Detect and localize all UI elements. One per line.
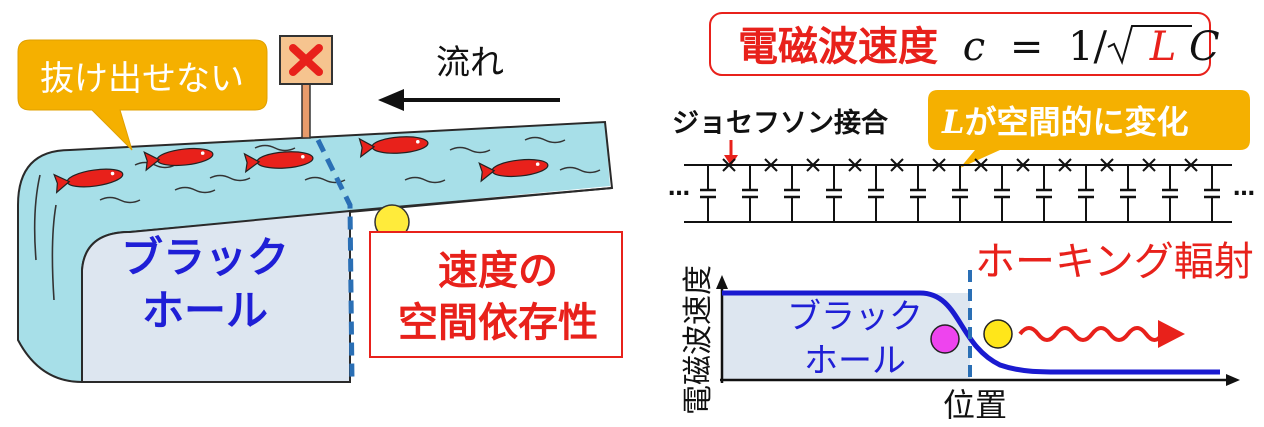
fish-icon <box>143 147 214 172</box>
josephson-junction-icon <box>1142 158 1156 172</box>
fish-icon <box>358 136 429 159</box>
fish-group <box>53 136 549 194</box>
flow-arrow <box>378 89 560 111</box>
water-ripples <box>99 136 601 204</box>
josephson-junction-icon <box>848 158 862 172</box>
black-hole-region <box>81 209 351 383</box>
cross-icon <box>289 44 323 76</box>
varies-text: Lが空間的に変化 <box>941 103 1189 141</box>
sign-post <box>301 79 311 139</box>
josephson-junction-icon <box>932 158 946 172</box>
junction-pointer-arrow <box>724 140 738 166</box>
josephson-junction-icon <box>722 158 736 172</box>
josephson-junction-icon <box>974 158 988 172</box>
fish-icon <box>243 151 314 174</box>
ellipsis-right: … <box>1233 176 1255 201</box>
josephson-junction-icon <box>1016 158 1030 172</box>
radiation-wave <box>1018 326 1164 342</box>
speed-curve <box>722 290 1220 375</box>
josephson-junction-icon <box>1100 158 1114 172</box>
formula-prefix: 電磁波速度 <box>738 24 938 70</box>
radiation-arrowhead <box>1158 320 1185 348</box>
varies-callout <box>928 90 1250 168</box>
josephson-junction-icon <box>890 158 904 172</box>
formula-box <box>709 12 1211 76</box>
josephson-junction-icon <box>764 158 778 172</box>
formula-eq: = <box>1010 24 1044 70</box>
varies-L: L <box>941 103 965 141</box>
ellipsis-left: … <box>668 176 690 201</box>
formula-C: C <box>1189 24 1220 70</box>
sqrt-sign <box>1107 25 1192 65</box>
varies-rest: が空間的に変化 <box>965 103 1189 141</box>
callout-text: 抜け出せない <box>40 59 244 99</box>
black-hole-label-2: ホール <box>142 286 268 335</box>
formula-L: L <box>1149 24 1177 70</box>
particle-yellow <box>983 319 1013 349</box>
speed-note-2: 空間依存性 <box>398 300 598 346</box>
x-axis-arrowhead <box>1226 374 1240 386</box>
josephson-junction-icon <box>806 158 820 172</box>
fish-icon <box>478 158 549 183</box>
callout-bubble <box>17 39 268 151</box>
right-panel: 電磁波速度 c = 1/ L C ジョセフソン接合 Lが空間的に変化 … … ホ… <box>668 12 1255 424</box>
circuit-ladder <box>684 158 1232 223</box>
water-surface <box>70 122 610 382</box>
y-axis-label: 電磁波速度 <box>681 265 716 415</box>
flow-label: 流れ <box>436 43 504 83</box>
graph-black-hole-2: ホール <box>804 341 906 381</box>
josephson-junction-icon <box>1184 158 1198 172</box>
y-axis-arrowhead <box>716 275 728 289</box>
speed-note-1: 速度の <box>438 248 558 294</box>
x-axis-label: 位置 <box>943 386 1007 424</box>
junction-label: ジョセフソン接合 <box>672 107 888 139</box>
josephson-junction-icon <box>1058 158 1072 172</box>
black-hole-label-1: ブラック <box>121 233 289 282</box>
left-panel: 抜け出せない 流れ ブラック ホール 速度の 空間依存性 <box>17 35 623 384</box>
formula-one: 1/ <box>1068 24 1107 70</box>
fish-icon <box>53 168 124 194</box>
formula-c: c <box>963 24 985 70</box>
horizon-dashed-line <box>315 138 355 383</box>
particle-pink <box>930 324 960 354</box>
hawking-label: ホーキング輻射 <box>975 239 1254 285</box>
speed-note-box <box>369 231 623 358</box>
graph-black-hole-region <box>722 293 970 380</box>
graph-black-hole-1: ブラック <box>787 297 923 337</box>
formula: 電磁波速度 c = 1/ L C <box>738 24 1220 70</box>
